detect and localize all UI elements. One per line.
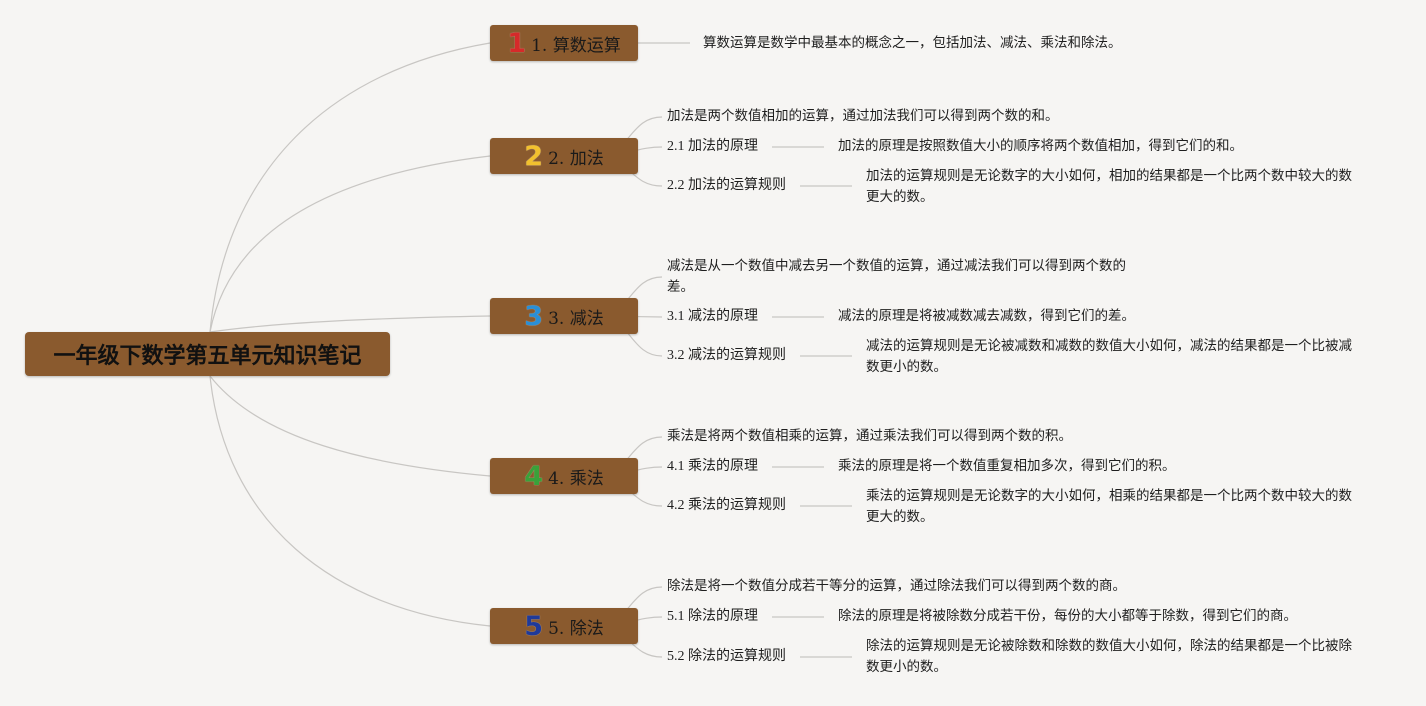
number-badge-5: 5 — [524, 610, 544, 642]
connector-root-topic-5 — [209, 375, 491, 627]
subtopic-4-1-label[interactable]: 4.1 乘法的原理 — [667, 459, 758, 474]
subtopic-5-2-label[interactable]: 5.2 除法的运算规则 — [667, 649, 786, 664]
topic-node-2[interactable]: 2 2. 加法 — [490, 138, 638, 174]
topic-node-1[interactable]: 1 1. 算数运算 — [490, 25, 638, 61]
number-badge-4: 4 — [524, 460, 544, 492]
topic-2-description: 加法是两个数值相加的运算，通过加法我们可以得到两个数的和。 — [667, 108, 1059, 124]
topic-5-description: 除法是将一个数值分成若干等分的运算，通过除法我们可以得到两个数的商。 — [667, 578, 1126, 594]
subtopic-5-1-label[interactable]: 5.1 除法的原理 — [667, 609, 758, 624]
topic-node-5[interactable]: 5 5. 除法 — [490, 608, 638, 644]
subtopic-4-2-detail: 乘法的运算规则是无论数字的大小如何，相乘的结果都是一个比两个数中较大的数更大的数… — [866, 488, 1352, 525]
subtopic-5-1-detail: 除法的原理是将被除数分成若干份，每份的大小都等于除数，得到它们的商。 — [838, 608, 1297, 624]
topic-4-description: 乘法是将两个数值相乘的运算，通过乘法我们可以得到两个数的积。 — [667, 428, 1072, 444]
number-badge-3: 3 — [524, 300, 544, 332]
connector-root-topic-3 — [209, 315, 491, 333]
subtopic-4-1-detail: 乘法的原理是将一个数值重复相加多次，得到它们的积。 — [838, 458, 1176, 474]
subtopic-2-2-detail: 加法的运算规则是无论数字的大小如何，相加的结果都是一个比两个数中较大的数更大的数… — [866, 168, 1352, 205]
topic-node-4[interactable]: 4 4. 乘法 — [490, 458, 638, 494]
subtopic-3-1-label[interactable]: 3.1 减法的原理 — [667, 309, 758, 324]
topic-label-5: 5. 除法 — [548, 618, 604, 639]
number-badge-1: 1 — [507, 27, 527, 59]
root-title: 一年级下数学第五单元知识笔记 — [53, 344, 362, 369]
topic-label-1: 1. 算数运算 — [531, 35, 621, 56]
subtopic-3-2-detail: 减法的运算规则是无论被减数和减数的数值大小如何，减法的结果都是一个比被减数更小的… — [866, 338, 1352, 375]
connector-root-topic-1 — [209, 42, 491, 333]
topic-label-2: 2. 加法 — [548, 148, 604, 169]
subtopic-2-2-label[interactable]: 2.2 加法的运算规则 — [667, 178, 786, 193]
topic-label-4: 4. 乘法 — [548, 468, 604, 489]
subtopic-3-1-detail: 减法的原理是将被减数减去减数，得到它们的差。 — [838, 308, 1135, 324]
subtopic-2-1-detail: 加法的原理是按照数值大小的顺序将两个数值相加，得到它们的和。 — [838, 138, 1243, 154]
subtopic-4-2-label[interactable]: 4.2 乘法的运算规则 — [667, 498, 786, 513]
root-node[interactable]: 一年级下数学第五单元知识笔记 — [25, 332, 390, 376]
topic-3-description: 减法是从一个数值中减去另一个数值的运算，通过减法我们可以得到两个数的差。 — [667, 258, 1126, 295]
topic-1-description: 算数运算是数学中最基本的概念之一，包括加法、减法、乘法和除法。 — [703, 35, 1122, 51]
topic-node-3[interactable]: 3 3. 减法 — [490, 298, 638, 334]
topic-label-3: 3. 减法 — [548, 308, 604, 329]
connector-root-topic-2 — [209, 155, 491, 333]
subtopic-2-1-label[interactable]: 2.1 加法的原理 — [667, 139, 758, 154]
connector-root-topic-4 — [209, 375, 491, 477]
subtopic-3-2-label[interactable]: 3.2 减法的运算规则 — [667, 348, 786, 363]
subtopic-5-2-detail: 除法的运算规则是无论被除数和除数的数值大小如何，除法的结果都是一个比被除数更小的… — [866, 638, 1352, 675]
number-badge-2: 2 — [524, 140, 544, 172]
